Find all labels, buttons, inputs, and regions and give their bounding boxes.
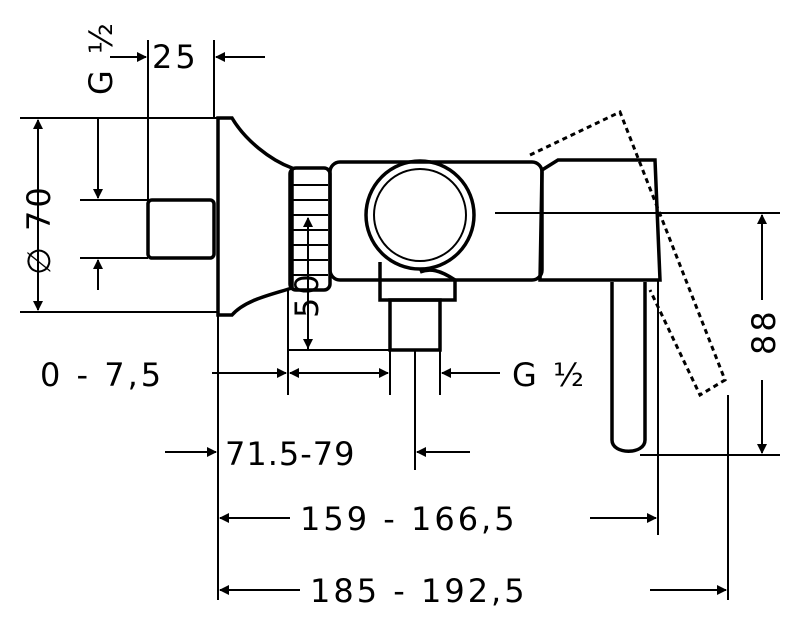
label-outlet-offset: 50 [288, 271, 326, 318]
label-depth-to-outlet: 71.5-79 [225, 435, 356, 473]
label-outlet-thread: G ½ [512, 356, 587, 394]
lever-alt-position [529, 109, 727, 398]
label-inlet-thread: G ½ [82, 20, 120, 95]
knurl-lines [292, 184, 328, 276]
outlet-ring [364, 159, 476, 271]
outlet-ring-inner [373, 168, 467, 262]
lever [610, 282, 647, 453]
dimension-lines [20, 40, 780, 600]
outlet-connector [388, 298, 442, 352]
fitting-outline [146, 109, 727, 453]
valve-body [328, 160, 544, 282]
wall-rosette [216, 116, 294, 317]
label-lever-height: 88 [745, 308, 783, 355]
label-depth-to-cartridge: 159 - 166,5 [300, 500, 518, 538]
inlet-stub [146, 198, 216, 260]
outlet-base [378, 262, 457, 302]
cartridge-housing [538, 158, 662, 282]
label-wall-adjust: 0 - 7,5 [40, 356, 164, 394]
label-overall-depth: 185 - 192,5 [310, 572, 528, 610]
label-plate-diameter: ∅ 70 [20, 184, 58, 275]
label-stub-length: 25 [152, 38, 199, 76]
